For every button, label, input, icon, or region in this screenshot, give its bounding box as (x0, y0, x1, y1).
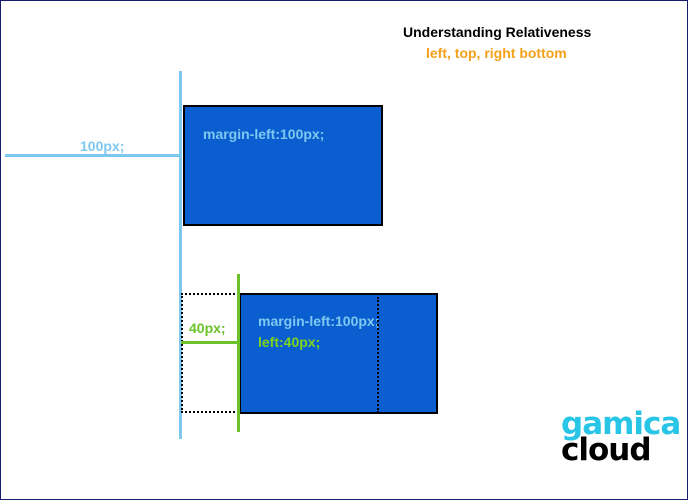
gamica-cloud-logo: gamica cloud (561, 406, 681, 468)
offset-measure-line (181, 341, 239, 344)
static-box-label: margin-left:100px; (203, 126, 325, 142)
original-position-right-edge (377, 297, 379, 413)
margin-measure-line (5, 154, 181, 157)
original-position-top-edge (181, 293, 239, 295)
offset-edge-line (237, 274, 240, 432)
margin-measure-label: 100px; (80, 138, 125, 154)
offset-measure-label: 40px; (189, 320, 226, 336)
static-box: margin-left:100px; (183, 105, 383, 226)
relative-box: margin-left:100px; left:40px; (239, 293, 438, 414)
diagram-subtitle: left, top, right bottom (426, 45, 567, 61)
parent-edge-line (179, 71, 182, 439)
relative-box-margin-label: margin-left:100px; (258, 313, 380, 329)
relative-box-left-label: left:40px; (258, 334, 321, 350)
logo-bottom-word: cloud (561, 432, 652, 468)
original-position-bottom-edge (181, 411, 239, 413)
original-position-left-edge (181, 293, 183, 413)
logo-top-word: gamica (561, 406, 681, 442)
diagram-title: Understanding Relativeness (403, 24, 592, 40)
